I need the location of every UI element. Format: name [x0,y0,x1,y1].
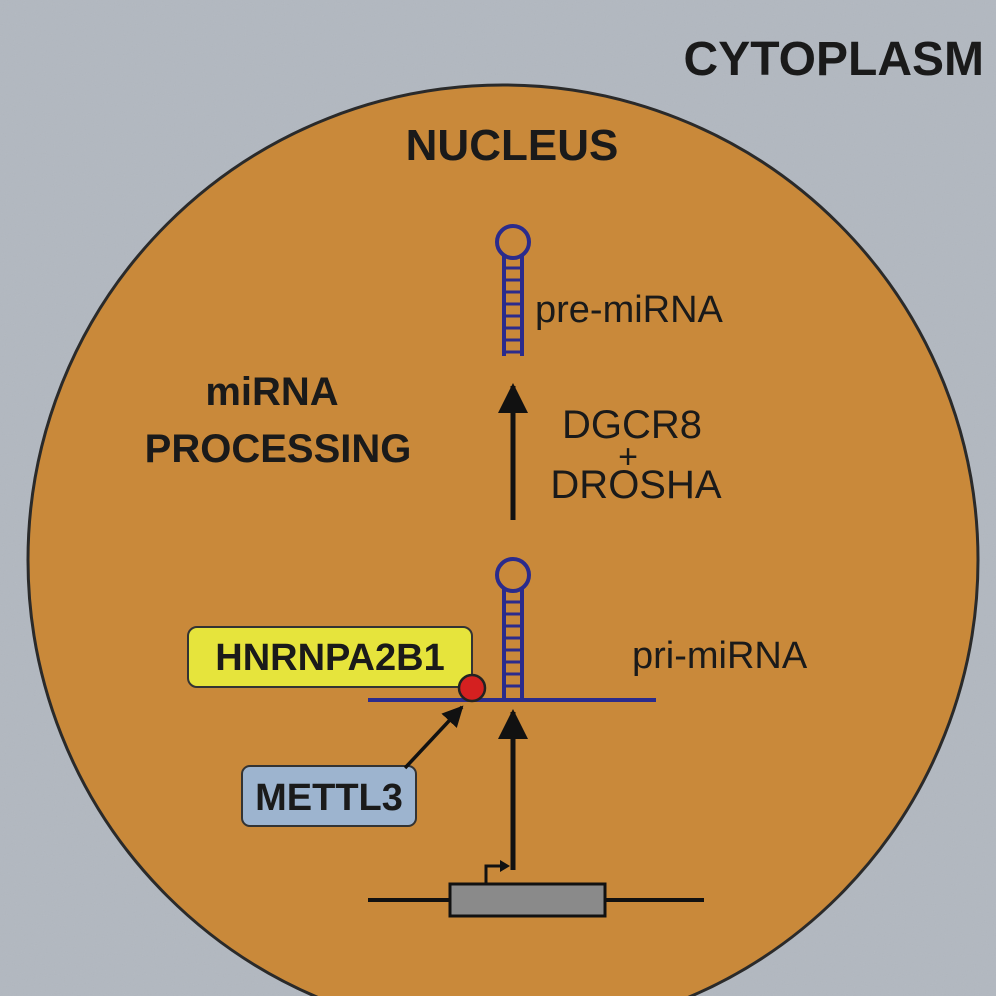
pri-mirna-label: pri-miRNA [632,635,808,677]
dgcr8-label: DGCR8 [562,403,702,447]
drosha-label: DROSHA [550,463,721,507]
hnrnpa2b1-label: HNRNPA2B1 [215,637,444,679]
cytoplasm-label: CYTOPLASM [684,33,984,86]
mettl3-label: METTL3 [255,777,403,819]
methylation-arrow [403,705,464,770]
m6a-modification-dot [457,673,487,703]
pre-mirna-label: pre-miRNA [535,289,724,331]
transcription-start-icon [484,860,510,884]
pri-mirna-hairpin [495,557,531,700]
mettl3-box [241,765,417,827]
processing-label-line2: PROCESSING [145,427,412,471]
nucleus-label: NUCLEUS [406,121,619,170]
gene-box [448,882,607,918]
hnrnpa2b1-box [187,626,473,688]
nucleus-circle [26,83,980,996]
processing-label-line1: miRNA [205,370,338,414]
plus-label: + [618,438,638,476]
pre-mirna-hairpin [495,224,531,356]
